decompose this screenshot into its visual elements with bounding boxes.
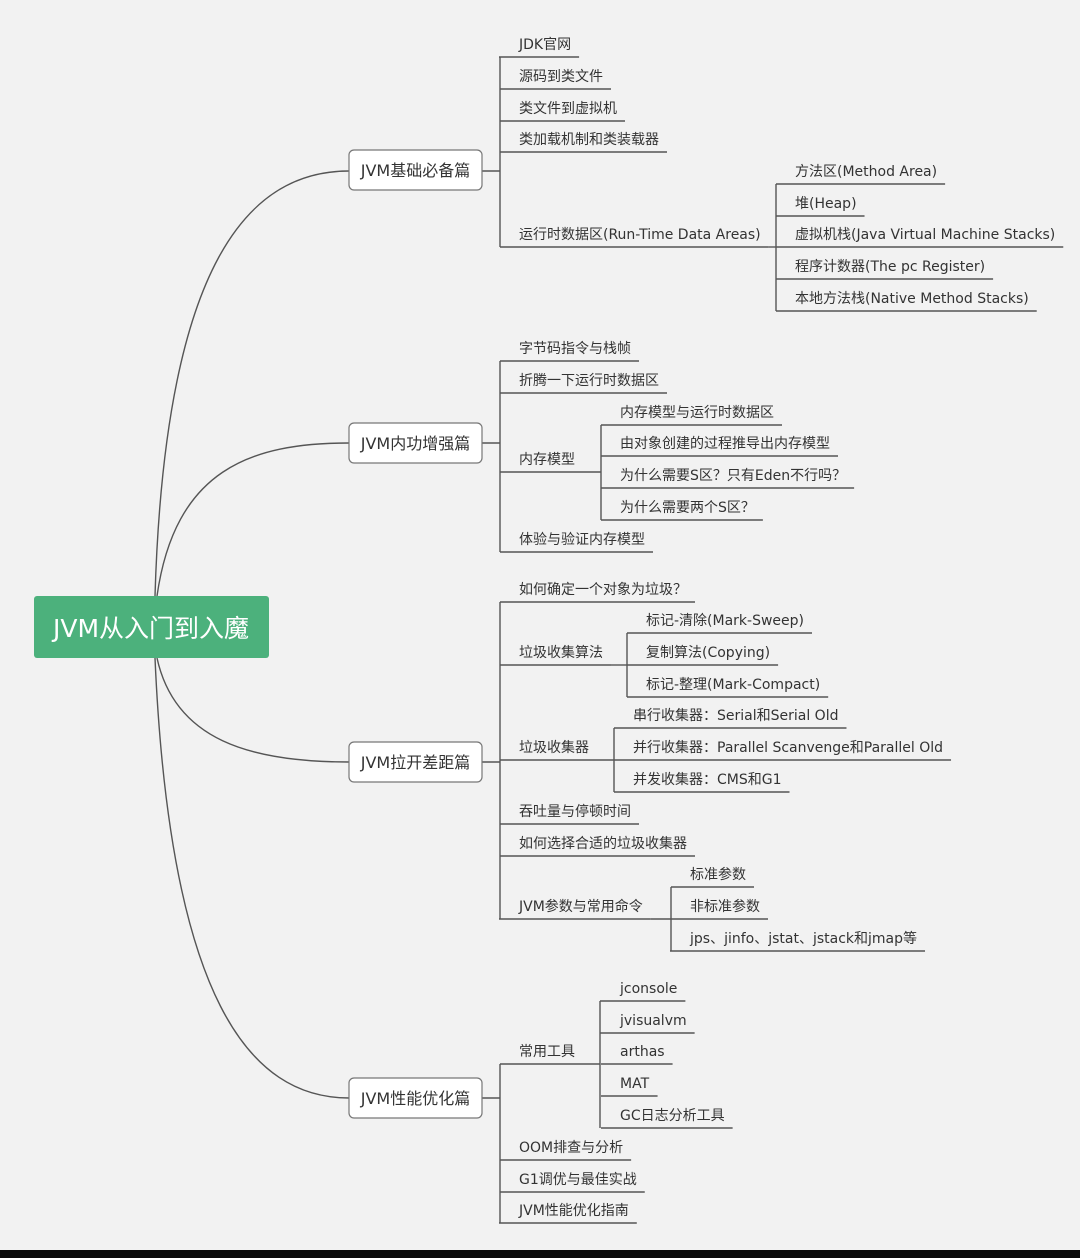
topic-b3-1[interactable]: 垃圾收集算法 [519, 644, 603, 661]
topic-labels: JDK官网 源码到类文件 类文件到虚拟机 类加载机制和类装载器 运行时数据区(R… [518, 37, 1055, 1219]
topic-b3-2-0[interactable]: 串行收集器：Serial和Serial Old [633, 707, 838, 724]
topic-b4-3[interactable]: JVM性能优化指南 [518, 1203, 629, 1219]
root-node[interactable]: JVM从入门到入魔 [34, 596, 269, 658]
branch-node-label: JVM拉开差距篇 [360, 753, 470, 772]
topic-b2-2-1[interactable]: 由对象创建的过程推导出内存模型 [620, 436, 830, 452]
topic-b3-4[interactable]: 如何选择合适的垃圾收集器 [519, 835, 687, 852]
root-node-box [34, 596, 269, 658]
topic-b4-2[interactable]: G1调优与最佳实战 [519, 1172, 637, 1188]
bottom-edge-bar [0, 1250, 1080, 1258]
topic-b3-2-1[interactable]: 并行收集器：Parallel Scanvenge和Parallel Old [633, 739, 943, 756]
topic-b2-2[interactable]: 内存模型 [519, 452, 575, 468]
connector-lines [154, 56, 1064, 1224]
topic-b2-3[interactable]: 体验与验证内存模型 [519, 532, 645, 548]
topic-b1-4[interactable]: 运行时数据区(Run-Time Data Areas) [519, 227, 761, 243]
branch-node-b4[interactable]: JVM性能优化篇 [348, 1077, 483, 1119]
branch-node-box [348, 741, 483, 783]
topic-b3-0[interactable]: 如何确定一个对象为垃圾？ [519, 582, 687, 598]
topic-b3-1-0[interactable]: 标记-清除(Mark-Sweep) [646, 613, 804, 629]
topic-b1-4-1[interactable]: 堆(Heap) [795, 196, 857, 212]
topic-b2-2-0[interactable]: 内存模型与运行时数据区 [620, 405, 774, 421]
topic-b1-3[interactable]: 类加载机制和类装载器 [519, 132, 659, 148]
branch-node-box [348, 422, 483, 464]
branch-node-b1[interactable]: JVM基础必备篇 [348, 149, 483, 191]
topic-b3-5[interactable]: JVM参数与常用命令 [518, 898, 643, 915]
topic-b3-1-1[interactable]: 复制算法(Copying) [646, 644, 770, 661]
topic-b1-4-2[interactable]: 虚拟机栈(Java Virtual Machine Stacks) [795, 227, 1055, 243]
topic-b3-1-2[interactable]: 标记-整理(Mark-Compact) [646, 677, 820, 693]
topic-b1-4-4[interactable]: 本地方法栈(Native Method Stacks) [795, 291, 1029, 307]
topic-b4-0-2[interactable]: arthas [620, 1044, 665, 1060]
topic-b4-0[interactable]: 常用工具 [519, 1044, 575, 1060]
topic-b1-4-3[interactable]: 程序计数器(The pc Register) [795, 259, 985, 275]
topic-b2-0[interactable]: 字节码指令与栈帧 [519, 341, 631, 357]
branch-node-box [348, 149, 483, 191]
topic-b3-5-2[interactable]: jps、jinfo、jstat、jstack和jmap等 [689, 930, 917, 947]
branch-node-b2[interactable]: JVM内功增强篇 [348, 422, 483, 464]
branch-node-b3[interactable]: JVM拉开差距篇 [348, 741, 483, 783]
topic-b2-2-3[interactable]: 为什么需要两个S区？ [620, 500, 755, 516]
topic-b4-0-1[interactable]: jvisualvm [619, 1013, 687, 1029]
root-branch-curve-2 [156, 442, 350, 597]
root-branch-curve-4 [154, 657, 350, 1099]
topic-b3-5-1[interactable]: 非标准参数 [690, 898, 760, 915]
branch-node-box [348, 1077, 483, 1119]
root-branch-curve-3 [156, 657, 350, 763]
topic-b4-0-3[interactable]: MAT [620, 1076, 650, 1092]
branch-node-label: JVM基础必备篇 [360, 161, 470, 180]
branch-node-label: JVM性能优化篇 [360, 1089, 470, 1108]
topic-b1-0[interactable]: JDK官网 [518, 37, 571, 53]
topic-b3-5-0[interactable]: 标准参数 [690, 866, 746, 883]
root-branch-curve-1 [154, 170, 350, 597]
topic-b1-2[interactable]: 类文件到虚拟机 [519, 101, 617, 117]
topic-b1-4-0[interactable]: 方法区(Method Area) [795, 164, 937, 180]
topic-b2-1[interactable]: 折腾一下运行时数据区 [519, 372, 659, 389]
topic-b3-2-2[interactable]: 并发收集器：CMS和G1 [633, 771, 782, 788]
topic-b4-0-0[interactable]: jconsole [619, 981, 677, 997]
topic-b3-2[interactable]: 垃圾收集器 [519, 739, 589, 756]
topic-b4-1[interactable]: OOM排查与分析 [519, 1140, 623, 1156]
topic-b1-1[interactable]: 源码到类文件 [519, 69, 603, 85]
topic-b3-3[interactable]: 吞吐量与停顿时间 [519, 803, 631, 820]
branch-node-label: JVM内功增强篇 [360, 434, 470, 453]
root-node-label: JVM从入门到入魔 [51, 614, 249, 643]
topic-b4-0-4[interactable]: GC日志分析工具 [620, 1108, 725, 1124]
topic-b2-2-2[interactable]: 为什么需要S区？只有Eden不行吗？ [620, 468, 846, 484]
